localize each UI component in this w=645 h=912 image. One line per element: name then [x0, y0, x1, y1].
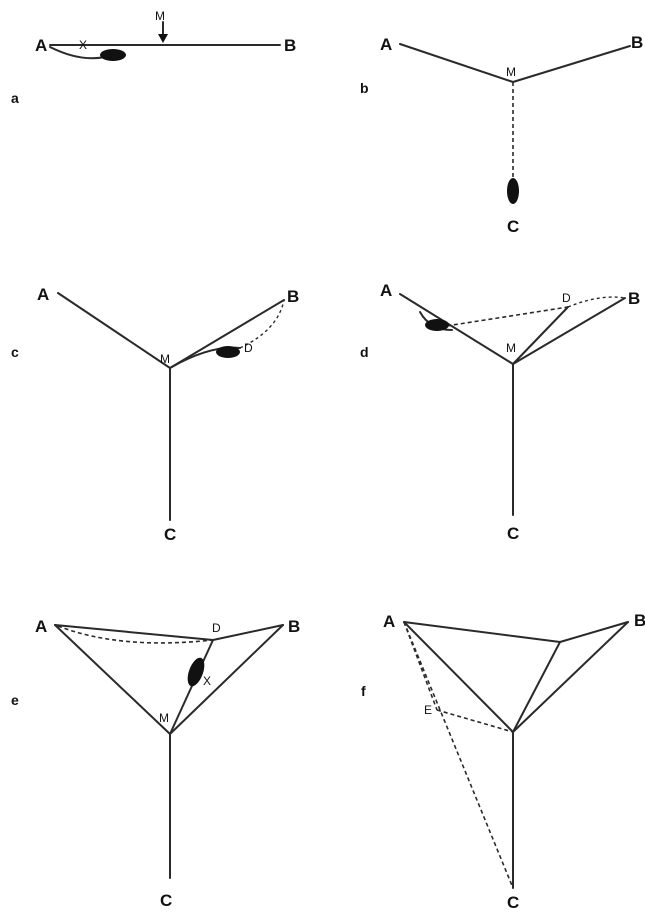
- point-label-a: A: [383, 612, 395, 631]
- panel-label: e: [11, 692, 19, 708]
- thread-a-m: [58, 293, 170, 368]
- spider-icon: [507, 178, 519, 204]
- point-label-a: A: [35, 617, 47, 636]
- bridge-line: [440, 307, 568, 327]
- spider-icon: [425, 319, 449, 331]
- point-label-a: A: [380, 35, 392, 54]
- point-label-b: B: [284, 36, 296, 55]
- thread-a-m: [400, 44, 513, 82]
- panel-label: f: [361, 683, 366, 699]
- panel-f: A B E C f: [361, 611, 645, 912]
- point-label-e: E: [424, 703, 432, 717]
- panel-label: c: [11, 344, 19, 360]
- point-label-b: B: [287, 287, 299, 306]
- point-label-b: B: [631, 33, 643, 52]
- thread-a-c: [404, 622, 513, 888]
- point-label-m: M: [155, 9, 165, 23]
- spider-icon: [100, 49, 126, 61]
- point-label-m: M: [159, 711, 169, 725]
- point-label-b: B: [634, 611, 645, 630]
- thread-d-m: [513, 642, 560, 732]
- point-label-x: X: [79, 38, 87, 52]
- point-label-b: B: [288, 617, 300, 636]
- thread-m-b: [513, 298, 625, 364]
- point-label-c: C: [160, 891, 172, 910]
- thread-a-m: [55, 625, 170, 734]
- panel-label: b: [360, 80, 369, 96]
- sag-line: [50, 47, 105, 58]
- point-label-b: B: [628, 289, 640, 308]
- point-label-d: D: [562, 291, 571, 305]
- panel-d: A B D M C d: [360, 281, 640, 543]
- point-label-a: A: [35, 36, 47, 55]
- point-label-m: M: [160, 352, 170, 366]
- point-label-d: D: [212, 621, 221, 635]
- point-label-c: C: [507, 893, 519, 912]
- point-label-x: X: [203, 674, 211, 688]
- point-label-m: M: [506, 65, 516, 79]
- arrow-down-icon: [158, 34, 168, 43]
- panel-c: A B M D C c: [11, 285, 299, 544]
- point-label-c: C: [507, 524, 519, 543]
- point-label-a: A: [380, 281, 392, 300]
- panel-label: a: [11, 90, 19, 106]
- travel-path: [58, 626, 213, 643]
- point-label-d: D: [244, 341, 253, 355]
- point-label-c: C: [164, 525, 176, 544]
- spider-icon: [216, 346, 240, 358]
- thread-a-d: [404, 622, 560, 642]
- panel-label: d: [360, 344, 369, 360]
- point-label-m: M: [506, 341, 516, 355]
- thread-a-e: [404, 622, 437, 710]
- panel-a: A B M X a: [11, 9, 296, 106]
- point-label-a: A: [37, 285, 49, 304]
- thread-m-b: [513, 46, 630, 82]
- panel-b: A B M C b: [360, 33, 643, 236]
- thread-a-m: [400, 294, 513, 364]
- thread-d-b: [213, 625, 283, 640]
- panel-e: A B D X M C e: [11, 617, 300, 910]
- point-label-c: C: [507, 217, 519, 236]
- thread-m-b: [170, 625, 283, 734]
